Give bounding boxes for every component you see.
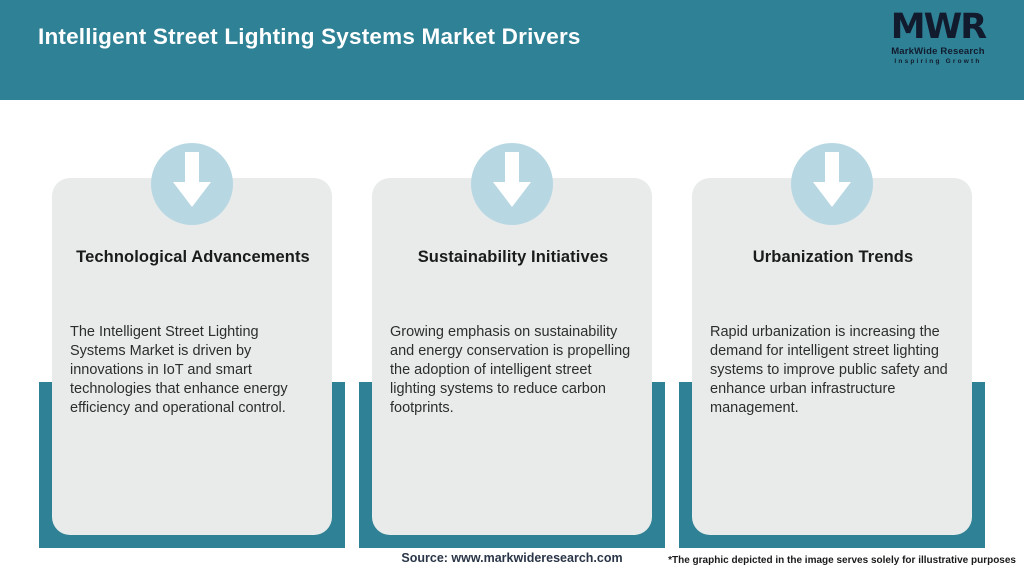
card-panel: Urbanization Trends Rapid urbanization i…: [692, 178, 972, 535]
drivers-card-row: Technological Advancements The Intellige…: [39, 143, 985, 548]
markwide-logo: MWR MarkWide Research Inspiring Growth: [878, 7, 998, 66]
down-arrow-icon: [151, 143, 233, 225]
card-body: Rapid urbanization is increasing the dem…: [710, 324, 948, 416]
driver-card-sustainability-initiatives: Sustainability Initiatives Growing empha…: [359, 143, 665, 548]
down-arrow-icon: [791, 143, 873, 225]
card-panel: Technological Advancements The Intellige…: [52, 178, 332, 535]
down-arrow-icon: [471, 143, 553, 225]
logo-monogram: MWR: [890, 7, 987, 47]
disclaimer-text: *The graphic depicted in the image serve…: [668, 555, 1016, 566]
card-body: The Intelligent Street Lighting Systems …: [70, 324, 288, 416]
source-text: Source: www.markwideresearch.com: [401, 551, 623, 565]
card-panel: Sustainability Initiatives Growing empha…: [372, 178, 652, 535]
card-title: Urbanization Trends: [752, 248, 914, 266]
card-title: Technological Advancements: [76, 248, 310, 266]
card-title: Sustainability Initiatives: [417, 248, 609, 266]
logo-tagline: Inspiring Growth: [894, 58, 982, 65]
driver-card-urbanization-trends: Urbanization Trends Rapid urbanization i…: [679, 143, 985, 548]
card-body: Growing emphasis on sustainability and e…: [390, 324, 631, 416]
page-title: Intelligent Street Lighting Systems Mark…: [38, 24, 581, 49]
logo-company-name: MarkWide Research: [891, 46, 985, 57]
driver-card-technological-advancements: Technological Advancements The Intellige…: [39, 143, 345, 548]
header: Intelligent Street Lighting Systems Mark…: [0, 0, 1024, 100]
